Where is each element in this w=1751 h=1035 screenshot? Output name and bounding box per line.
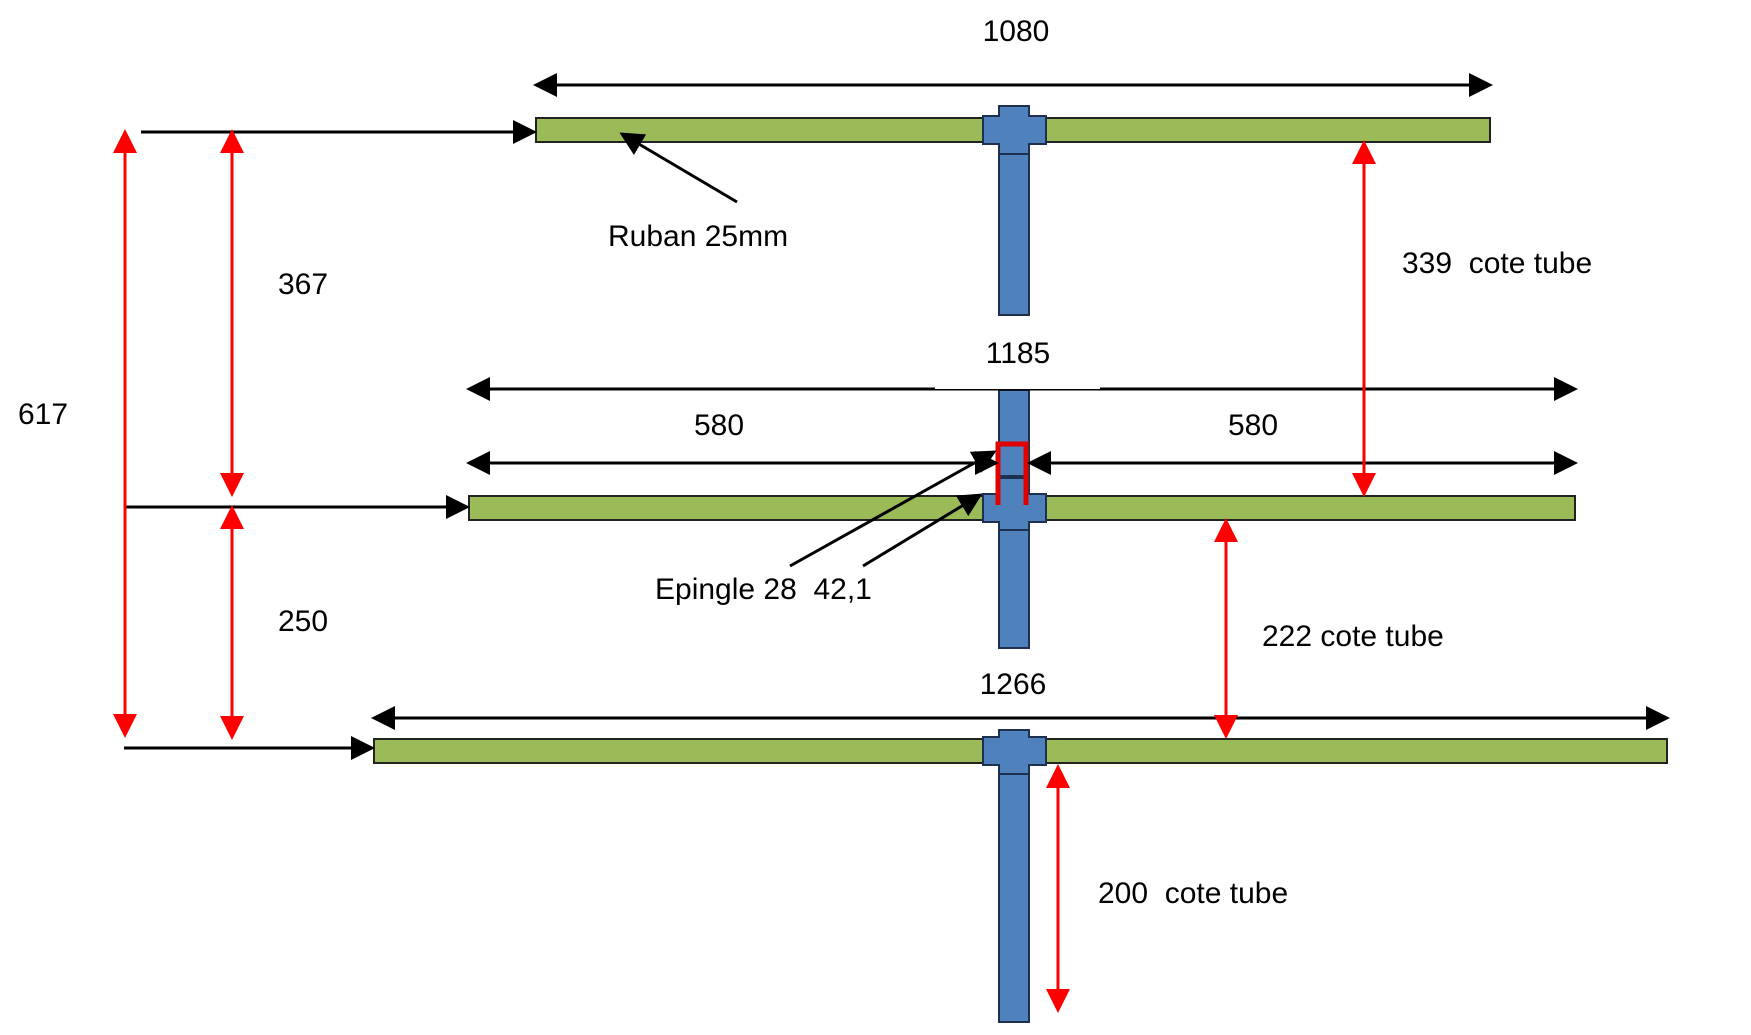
- spacing-367-label: 367: [278, 268, 328, 301]
- ruban-label: Ruban 25mm: [608, 220, 788, 253]
- top-width-label: 1080: [983, 15, 1050, 48]
- bottom-width-label: 1266: [980, 668, 1047, 701]
- mid-width-label-gap: [935, 380, 1100, 389]
- mast-bottom-segment: [998, 764, 1030, 1023]
- cote-222-label: 222 cote tube: [1262, 620, 1444, 653]
- bottom-connector: [982, 729, 1047, 775]
- epingle-label: Epingle 28 42,1: [655, 573, 872, 606]
- half-right-label: 580: [1228, 409, 1278, 442]
- total-617-label: 617: [18, 398, 68, 431]
- half-left-label: 580: [694, 409, 744, 442]
- spacing-250-label: 250: [278, 605, 328, 638]
- cote-200-label: 200 cote tube: [1098, 877, 1288, 910]
- mid-width-label: 1185: [986, 337, 1051, 370]
- middle-connector: [982, 477, 1047, 531]
- top-connector: [982, 105, 1047, 155]
- ruban-leader: [619, 132, 738, 204]
- mast-top-segment: [998, 149, 1030, 316]
- epingle-leader-2: [862, 493, 983, 568]
- cote-339-label: 339 cote tube: [1402, 247, 1592, 280]
- epingle-leader-1: [789, 450, 997, 568]
